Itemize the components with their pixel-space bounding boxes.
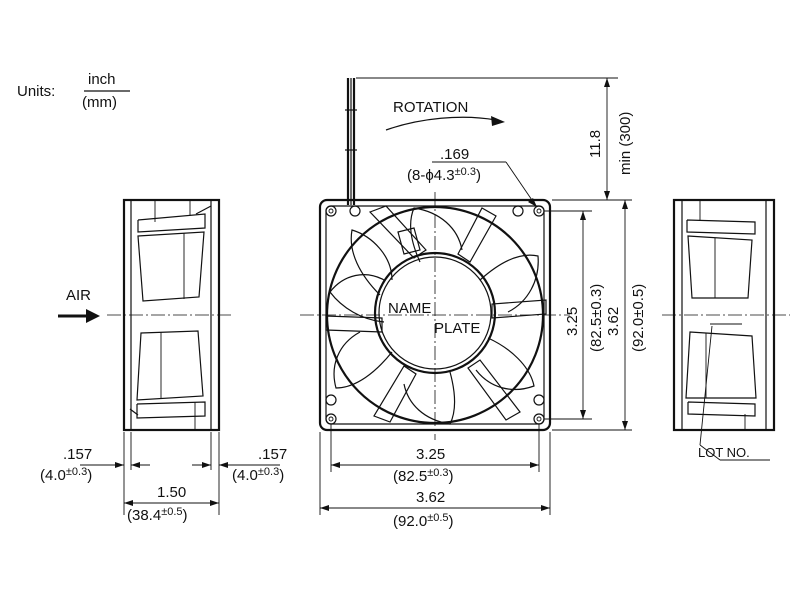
hole-spec-inch: .169: [440, 146, 469, 163]
dim-width-mm: (92.0±0.5): [393, 512, 454, 530]
dim-hole-pitch-v-inch: 3.25: [564, 307, 581, 336]
dim-right-gap-inch: .157: [258, 446, 287, 463]
units-label: Units:: [17, 83, 55, 100]
left-side-blade-top-body: [137, 231, 205, 302]
air-arrow-icon: [86, 309, 100, 323]
lead-wires: [345, 78, 357, 205]
units-denominator: (mm): [82, 94, 117, 111]
dim-left-gap-inch: .157: [63, 446, 92, 463]
dim-height-mm: (92.0±0.5): [630, 284, 647, 352]
front-vertical-dims: 3.25 (82.5±0.3) 3.62 (92.0±0.5): [544, 199, 647, 431]
dim-depth-inch: 1.50: [157, 484, 186, 501]
hole-bottom-left: [325, 413, 337, 425]
dim-depth-mm: (38.4±0.5): [127, 506, 188, 524]
dim-right-gap-mm: (4.0±0.3): [232, 466, 284, 484]
left-side-blade-top: [137, 213, 206, 233]
hole-spec-leader: [505, 161, 537, 207]
air-label: AIR: [66, 287, 91, 304]
front-horizontal-dims: 3.25 (82.5±0.3) 3.62 (92.0±0.5): [319, 424, 551, 530]
dim-width-inch: 3.62: [416, 489, 445, 506]
rotation-indicator: ROTATION: [385, 99, 505, 131]
rotation-label: ROTATION: [393, 99, 468, 116]
left-side-blade-bottom-body: [136, 330, 204, 401]
fan-blades: [329, 207, 539, 425]
front-view: NAME PLATE: [300, 78, 570, 440]
left-side-view: [107, 198, 232, 432]
left-side-dimensions: .157 (4.0±0.3) .157 (4.0±0.3) 1.50 (38.4…: [40, 432, 287, 524]
hole-spec: .169 (8-ϕ4.3±0.3): [407, 146, 537, 207]
dim-hole-pitch-h-mm: (82.5±0.3): [393, 467, 454, 485]
right-side-view: LOT NO.: [662, 198, 790, 461]
lead-length-inch: 11.8: [587, 130, 604, 158]
dim-hole-pitch-h-inch: 3.25: [416, 446, 445, 463]
right-side-blade-bottom: [685, 331, 757, 399]
fan-spokes: [325, 205, 547, 423]
units-legend: Units: inch (mm): [17, 71, 130, 111]
lead-length-mm: min (300): [617, 112, 634, 175]
rotation-arrow-icon: [491, 116, 505, 126]
rotation-arrow: [385, 116, 497, 131]
lead-length-dim: 11.8 min (300): [356, 77, 634, 201]
lot-label: LOT NO.: [698, 445, 750, 460]
name-plate-line2: PLATE: [434, 320, 480, 337]
dim-height-inch: 3.62: [605, 307, 622, 336]
lot-leader: [699, 325, 713, 446]
right-side-blade-top: [687, 235, 753, 299]
air-indicator: AIR: [58, 287, 100, 323]
units-numerator: inch: [88, 71, 116, 88]
name-plate-line1: NAME: [388, 300, 431, 317]
hole-top-left: [325, 205, 337, 217]
hole-bottom-right: [533, 413, 545, 425]
hole-spec-mm: (8-ϕ4.3±0.3): [407, 166, 481, 184]
hole-top-right: [533, 205, 545, 217]
dim-hole-pitch-v-mm: (82.5±0.3): [588, 284, 605, 352]
dim-left-gap-mm: (4.0±0.3): [40, 466, 92, 484]
